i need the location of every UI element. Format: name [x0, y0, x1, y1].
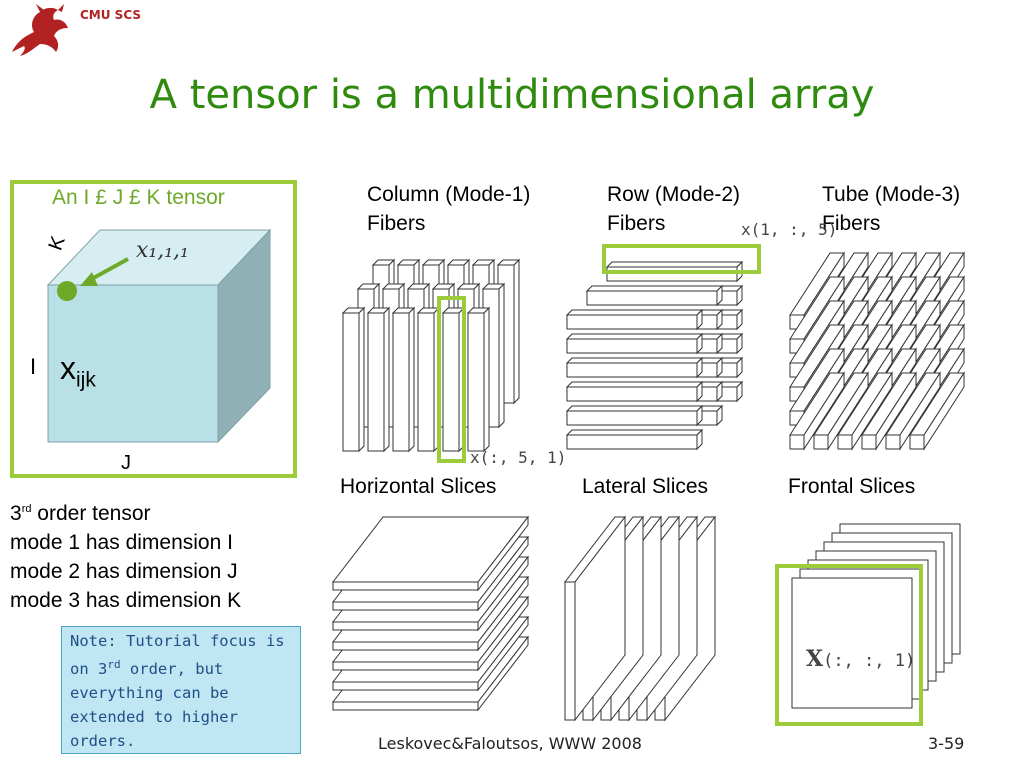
row-fiber-front	[566, 362, 698, 378]
column-fiber-side	[498, 282, 505, 429]
horizontal-slice-front	[332, 641, 479, 651]
axis-i-label: I	[30, 354, 37, 379]
note-line: extended to higher	[70, 708, 238, 727]
column-fiber-front	[442, 312, 460, 452]
note-line: on 3rd order, but	[70, 658, 224, 679]
row-fiber-front	[566, 338, 698, 354]
row-fiber-front	[566, 434, 698, 450]
element-arrow-head	[80, 272, 98, 286]
element-dot	[57, 281, 77, 301]
column-fiber-side	[408, 306, 415, 453]
tensor-box-title: An I £ J £ K tensor	[52, 186, 225, 209]
note-line: Note: Tutorial focus is	[70, 632, 285, 650]
mode3-line: mode 3 has dimension K	[10, 589, 242, 612]
mode2-line: mode 2 has dimension J	[10, 560, 238, 583]
frontal-slice-highlight	[775, 564, 923, 726]
row-fiber-front	[566, 410, 698, 426]
column-fiber-front	[367, 312, 385, 452]
footer-citation: Leskovec&Faloutsos, WWW 2008	[378, 734, 642, 753]
horizontal-slice-front	[332, 601, 479, 611]
tube-fiber-front	[909, 434, 925, 450]
element-arrow	[87, 257, 129, 283]
row-fiber-top	[585, 285, 724, 292]
horizontal-slice-front	[332, 681, 479, 691]
column-fiber-side	[483, 306, 490, 453]
cell-label-main: x	[60, 350, 76, 386]
cube-front-face	[47, 284, 219, 443]
order-line: 3rd order tensor	[10, 502, 151, 525]
note-line: everything can be	[70, 684, 229, 703]
row-fiber-front	[566, 314, 698, 330]
axis-j-label: J	[121, 452, 131, 474]
row-fiber-top	[605, 261, 744, 268]
column-fiber-side	[513, 258, 520, 405]
header-org: CMU SCS	[80, 8, 141, 22]
dimensions-text: 3rd order tensor mode 1 has dimension I …	[10, 495, 241, 615]
tube-fiber-front	[885, 434, 901, 450]
tensor-cube-diagram	[46, 228, 272, 444]
column-fiber-side	[383, 306, 390, 453]
dragon-logo-icon	[12, 4, 68, 56]
row-fiber-top	[565, 405, 704, 412]
tube-fiber-front	[837, 434, 853, 450]
row-fiber-top	[565, 429, 704, 436]
tensor-box	[10, 180, 297, 478]
note-box: Note: Tutorial focus is on 3rd order, bu…	[61, 626, 301, 754]
row-fibers-title: Row (Mode-2)Fibers	[607, 183, 741, 235]
note-line: orders.	[70, 732, 136, 751]
tube-fibers-title: Tube (Mode-3)Fibers	[822, 183, 961, 235]
cell-label: xijk	[60, 350, 96, 392]
row-fiber-top	[565, 357, 704, 364]
column-fiber-front	[417, 312, 435, 452]
column-fiber-side	[358, 306, 365, 453]
row-fiber-top	[565, 309, 704, 316]
column-fiber-label: x(:, 5, 1)	[470, 448, 567, 467]
tube-fiber-front	[813, 434, 829, 450]
frontal-slice-label: X(:, :, 1)	[806, 646, 916, 672]
row-fiber-label: x(1, :, 5)	[741, 220, 838, 239]
column-fibers-title: Column (Mode-1)Fibers	[367, 183, 531, 235]
column-fiber-front	[342, 312, 360, 452]
lateral-slice-front	[564, 581, 576, 721]
tube-fiber-front	[861, 434, 877, 450]
cell-label-sub: ijk	[76, 368, 96, 392]
column-fiber-front	[467, 312, 485, 452]
horizontal-slice-front	[332, 621, 479, 631]
horizontal-slice-front	[332, 581, 479, 591]
frontal-slice	[791, 577, 913, 709]
horizontal-slice-front	[332, 661, 479, 671]
frontal-slices-title: Frontal Slices	[788, 475, 916, 498]
row-fiber-highlight	[602, 244, 761, 274]
row-fiber-top	[565, 333, 704, 340]
lateral-slices-title: Lateral Slices	[582, 475, 709, 498]
horizontal-slice-front	[332, 701, 479, 711]
tube-fiber-front	[789, 434, 805, 450]
row-fiber-front	[566, 386, 698, 402]
page-number: 3-59	[928, 734, 965, 753]
row-fiber-top	[565, 381, 704, 388]
slide-title: A tensor is a multidimensional array	[149, 72, 875, 118]
column-fiber-front	[392, 312, 410, 452]
mode1-line: mode 1 has dimension I	[10, 531, 233, 554]
column-fiber-highlight	[437, 296, 466, 463]
row-fiber-front	[586, 290, 718, 306]
horizontal-slices-title: Horizontal Slices	[340, 475, 497, 498]
element-label: x₁,₁,₁	[136, 238, 189, 263]
